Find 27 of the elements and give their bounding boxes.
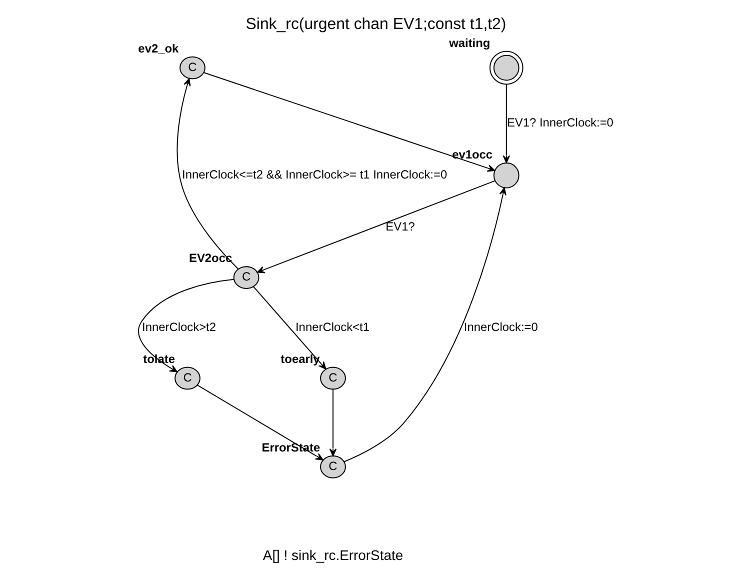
edge-label: InnerClock<t1 [295,320,370,334]
node-ellipse: C [233,266,260,289]
arrow [204,72,496,172]
diagram-title: Sink_rc(urgent chan EV1;const t1,t2) [246,16,506,34]
edge-label: EV1? InnerClock:=0 [506,116,614,130]
arrow [502,84,510,164]
arrow [256,180,496,274]
node-label: waiting [449,36,490,50]
node-circle [489,50,524,85]
node-ellipse: C [320,366,346,390]
node-circle [493,162,520,188]
arrow [138,278,234,372]
edge-label: EV1? [386,219,415,234]
arrow [176,78,238,270]
node-ellipse: C [180,56,206,80]
node-ellipse: C [320,455,346,478]
arrow [252,286,326,370]
arrow [197,384,324,460]
edge-label: InnerClock:=0 [464,320,538,334]
node-label: ev1occ [452,148,493,162]
arrow [344,187,506,462]
edge-label: InnerClock<=t2 && InnerClock>= t1 InnerClock:=0 [182,167,448,182]
arrow [329,388,337,456]
node-ellipse: C [174,366,200,390]
node-label: ev2_ok [138,41,179,56]
edge-label: InnerClock>t2 [142,320,216,334]
label: A[] ! sink_rc.ErrorState [262,546,404,563]
